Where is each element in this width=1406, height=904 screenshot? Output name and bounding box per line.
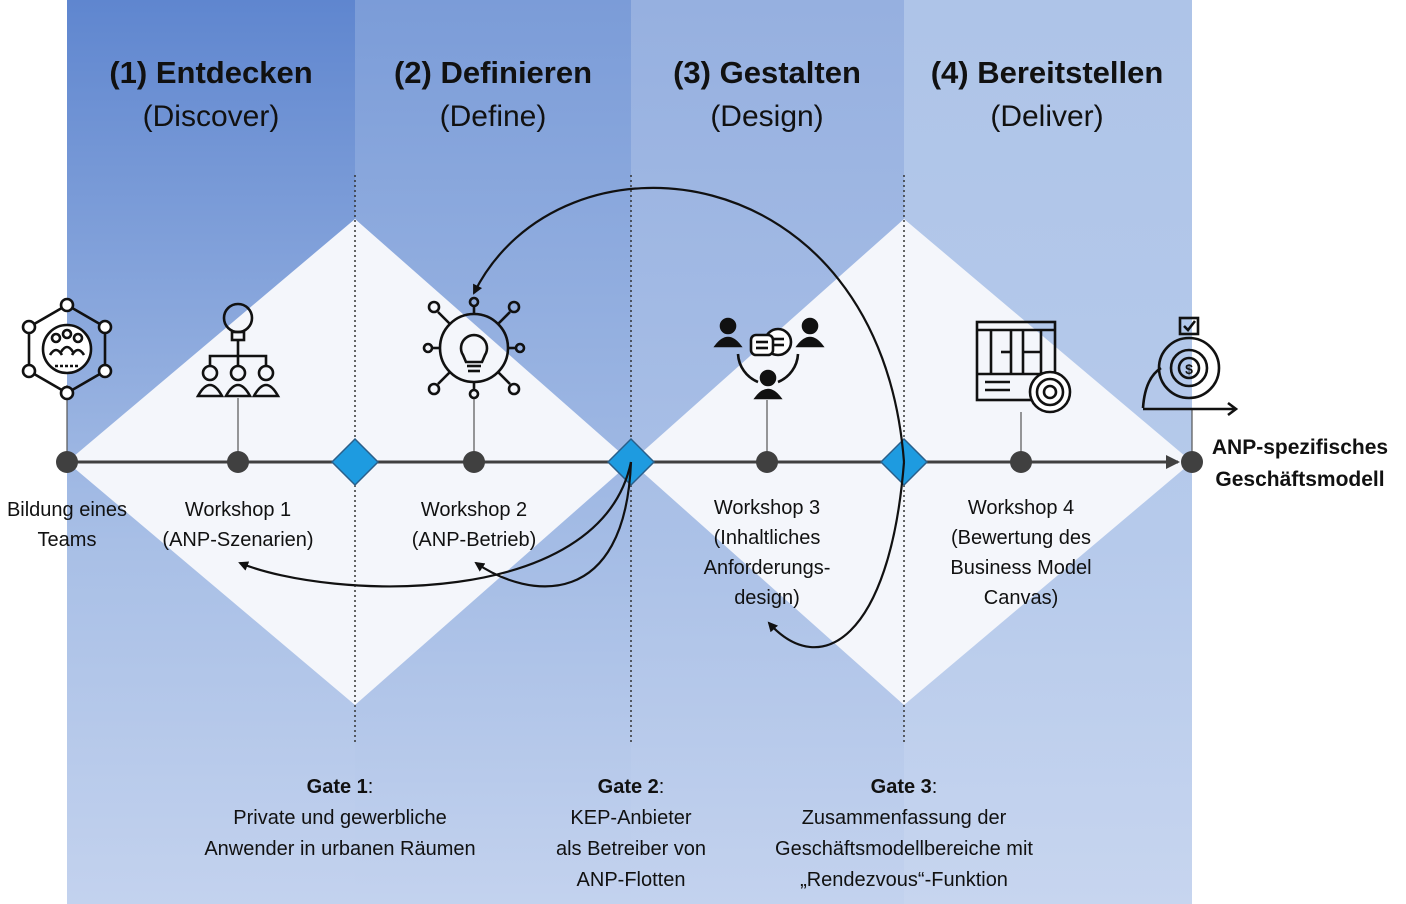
- gate-1-description: Gate 1: Private und gewerbliche Anwender…: [170, 772, 510, 865]
- node-dot-workshop-1: [227, 451, 249, 473]
- gate-2-line-1: KEP-Anbieter: [570, 807, 692, 829]
- node-dot-workshop-4: [1010, 451, 1032, 473]
- feedback-gate3-to-workshop2: [473, 186, 906, 463]
- dollar-glyph: $: [1185, 361, 1193, 377]
- gate-3-line-3: „Rendezvous“-Funktion: [800, 869, 1008, 891]
- phase-title-design: (3) Gestalten: [673, 55, 861, 90]
- idea-team-icon: [195, 302, 281, 398]
- node-dot-result: [1181, 451, 1203, 473]
- node-dot-team: [56, 451, 78, 473]
- node-label-workshop-3: Workshop 3 (Inhaltliches Anforderungs- d…: [703, 497, 831, 609]
- gate-2-title: Gate 2: [597, 776, 659, 798]
- phase-subtitle-define: (Define): [439, 100, 547, 133]
- gate-2-line-3: ANP-Flotten: [576, 869, 686, 891]
- gate-2-line-2: als Betreiber von: [555, 838, 707, 860]
- canvas-gear-icon: [975, 320, 1072, 414]
- node-label-workshop-2: Workshop 2 (ANP-Betrieb): [411, 499, 537, 551]
- node-label-workshop-4: Workshop 4 (Bewertung des Business Model…: [950, 497, 1092, 609]
- feedback-arrows: [238, 186, 906, 649]
- node-dot-workshop-3: [756, 451, 778, 473]
- node-label-team: Bildung eines Teams: [6, 499, 128, 551]
- phase-title-discover: (1) Entdecken: [109, 55, 313, 90]
- timeline-arrowhead: [1166, 455, 1180, 469]
- node-dot-workshop-2: [463, 451, 485, 473]
- feedback-gate3-to-workshop3: [767, 461, 906, 649]
- gate-1-line-2: Anwender in urbanen Räumen: [204, 838, 476, 860]
- phase-title-define: (2) Definieren: [393, 55, 593, 90]
- feedback-gate2-to-workshop2: [474, 461, 633, 588]
- phase-subtitle-deliver: (Deliver): [990, 100, 1104, 133]
- feedback-gate2-to-workshop1: [238, 461, 633, 588]
- gate-3-description: Gate 3: Zusammenfassung der Geschäftsmod…: [744, 772, 1064, 896]
- gate-1-title: Gate 1: [306, 776, 368, 798]
- phase-subtitle-discover: (Discover): [142, 100, 280, 133]
- result-label: ANP-spezifisches Geschäftsmodell: [1211, 436, 1389, 491]
- gate-1-line-1: Private und gewerbliche: [233, 807, 447, 829]
- node-label-workshop-1: Workshop 1 (ANP-Szenarien): [162, 499, 314, 551]
- phase-subtitle-design: (Design): [710, 100, 824, 133]
- phase-title-deliver: (4) Bereitstellen: [930, 55, 1164, 90]
- gate-3-title: Gate 3: [870, 776, 932, 798]
- team-network-icon: [21, 297, 113, 401]
- lightbulb-network-icon: [422, 296, 526, 400]
- money-gear-icon: [1141, 316, 1239, 417]
- gate-1-marker: [330, 437, 380, 487]
- gate-2-description: Gate 2: KEP-Anbieter als Betreiber von A…: [521, 772, 741, 896]
- timeline-dots: [56, 451, 1203, 473]
- gate-3-line-2: Geschäftsmodellbereiche mit: [775, 838, 1033, 860]
- discussion-icon: [713, 317, 825, 400]
- gate-3-line-1: Zusammenfassung der: [801, 807, 1007, 829]
